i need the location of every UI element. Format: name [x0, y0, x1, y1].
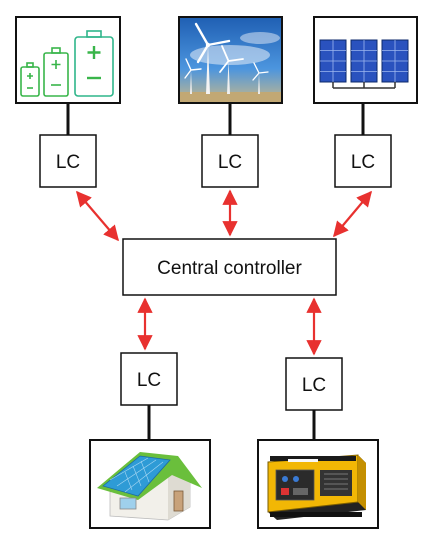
lc-box-battery: LC: [39, 134, 97, 188]
lc-label: LC: [351, 152, 375, 173]
central-controller-label: Central controller: [157, 258, 302, 279]
arrow-solar: [333, 190, 372, 238]
battery-image: [15, 16, 121, 104]
battery-icon: [20, 30, 114, 97]
generator-icon: [267, 454, 366, 520]
solar-house-image: [89, 439, 211, 529]
wind-image: [178, 16, 283, 104]
lc-label: LC: [302, 375, 326, 396]
solar-panel-icon: [319, 39, 409, 89]
communication-arrows: [75, 189, 372, 356]
bottom-connectors: [147, 405, 316, 440]
lc-box-house: LC: [120, 352, 178, 406]
lc-label: LC: [56, 152, 80, 173]
solar-panel-image: [313, 16, 418, 104]
lc-label: LC: [137, 370, 161, 391]
top-connectors: [66, 103, 365, 135]
solar-house-icon: [97, 452, 202, 521]
lc-box-wind: LC: [201, 134, 259, 188]
generator-image: [257, 439, 379, 529]
arrow-battery: [75, 190, 120, 242]
lc-label: LC: [218, 152, 242, 173]
lc-box-generator: LC: [285, 357, 343, 411]
central-controller-box: Central controller: [122, 238, 337, 296]
wind-turbine-icon: [180, 22, 281, 102]
lc-box-solar: LC: [334, 134, 392, 188]
